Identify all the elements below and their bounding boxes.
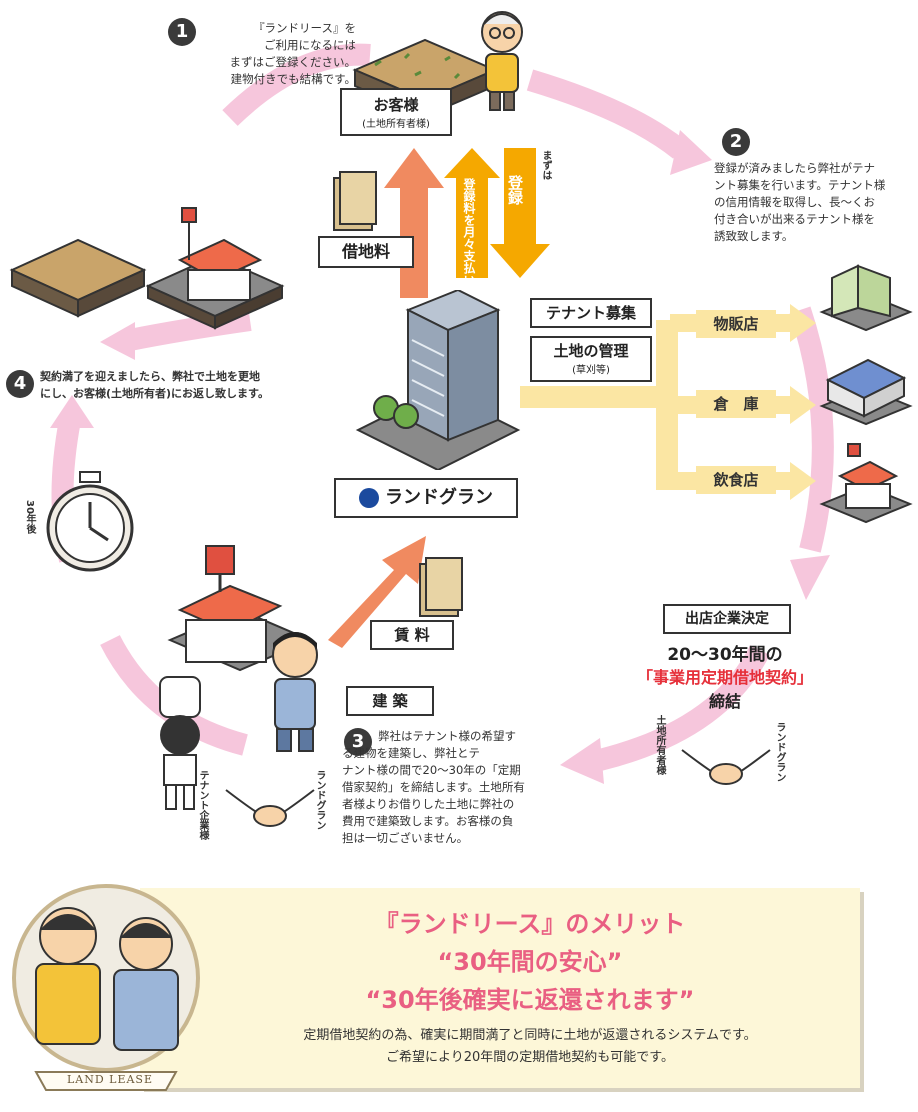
landgran-label-left: ランドグラン (314, 770, 325, 830)
handshake-icon-right (681, 749, 771, 785)
tenant-recruit-label: テナント募集 (530, 298, 652, 328)
envelope-icon-lower (419, 557, 463, 617)
step-3-number: 3 (344, 728, 372, 756)
merit-line-1: “30年間の安心” (437, 948, 623, 976)
restaurant-label: 飲食店 (696, 466, 776, 494)
construction-label: 建 築 (346, 686, 434, 716)
thirty-years-later-label: 30年後 (24, 500, 35, 534)
money-arrows (384, 148, 550, 298)
envelope-icon (333, 171, 377, 231)
landowner-label: 土地所有者様 (654, 715, 665, 775)
landgran-logo-mark (359, 488, 379, 508)
customer-box: お客様 (土地所有者様) (340, 88, 452, 136)
merit-line-2: “30年後確実に返還されます” (365, 986, 695, 1014)
landgran-building-illustration (355, 290, 521, 470)
step-4-number: 4 (6, 370, 34, 398)
tenant-company-label: テナント企業様 (197, 770, 208, 840)
rent-label: 賃 料 (370, 620, 454, 650)
land-lease-emblem (12, 884, 200, 1091)
merit-description-2: ご希望により20年間の定期借地契約も可能です。 (386, 1050, 674, 1065)
customer-title: お客様 (373, 96, 419, 114)
landgran-label-right: ランドグラン (774, 722, 785, 782)
rent-arrow (328, 536, 426, 648)
warehouse-label: 倉 庫 (696, 390, 776, 418)
land-lease-badge-text: LAND LEASE (66, 1073, 154, 1086)
monthly-fee-label: 登録料を月々支払い (462, 178, 476, 286)
tenant-chef-avatar (159, 676, 201, 810)
step-1-text: 『ランドリース』を ご利用になるには まずはご登録ください。 建物付きでも結構で… (229, 21, 357, 86)
merit-title: 『ランドリース』のメリット (374, 910, 686, 938)
new-restaurant-illustration (167, 545, 313, 672)
retail-building-illustration (819, 264, 913, 332)
step-4-text: 契約満了を迎えましたら、弊社で土地を更地 にし、お客様(土地所有者)にお返し致し… (40, 370, 269, 400)
landgran-staff-avatar (272, 632, 318, 752)
contract-type-label: 「事業用定期借地契約」 (636, 668, 813, 687)
land-management-box: 土地の管理 (草刈等) (530, 336, 652, 382)
store-decision-label: 出店企業決定 (663, 604, 791, 634)
customer-avatar (481, 11, 523, 111)
customer-subtitle: (土地所有者様) (362, 119, 430, 130)
retail-store-label: 物販店 (696, 310, 776, 338)
step-2-text: 登録が済みましたら弊社がテナ ント募集を行います。テナント様 の信用情報を取得し… (714, 161, 886, 243)
vacant-land-illustration (9, 238, 147, 318)
step-2-number: 2 (722, 128, 750, 156)
land-management-label: 土地の管理 (553, 342, 629, 360)
landgran-logo-box: ランドグラン (334, 478, 518, 518)
restaurant-building-illustration (819, 443, 913, 524)
contract-years-label: 20～30年間の (667, 645, 783, 665)
merit-description-1: 定期借地契約の為、確実に期間満了と同時に土地が返還されるシステムです。 (303, 1028, 757, 1043)
merit-panel (140, 888, 860, 1088)
register-label: 登録 (506, 175, 524, 205)
handshake-icon-left (225, 789, 315, 827)
land-rent-label: 借地料 (318, 236, 414, 268)
warehouse-building-illustration (819, 358, 913, 426)
weeding-label: (草刈等) (572, 365, 610, 376)
contract-conclude-label: 締結 (708, 692, 741, 711)
landgran-logo-text: ランドグラン (385, 487, 493, 508)
step-3-text: 弊社はテナント様の希望す る建物を建築し、弊社とテ ナント様の間で20～30年の… (342, 729, 525, 845)
stopwatch-icon (46, 471, 134, 572)
step-1-number: 1 (168, 18, 196, 46)
mazuwa-label: まずは (540, 150, 551, 180)
restaurant-on-land-illustration (145, 207, 285, 330)
